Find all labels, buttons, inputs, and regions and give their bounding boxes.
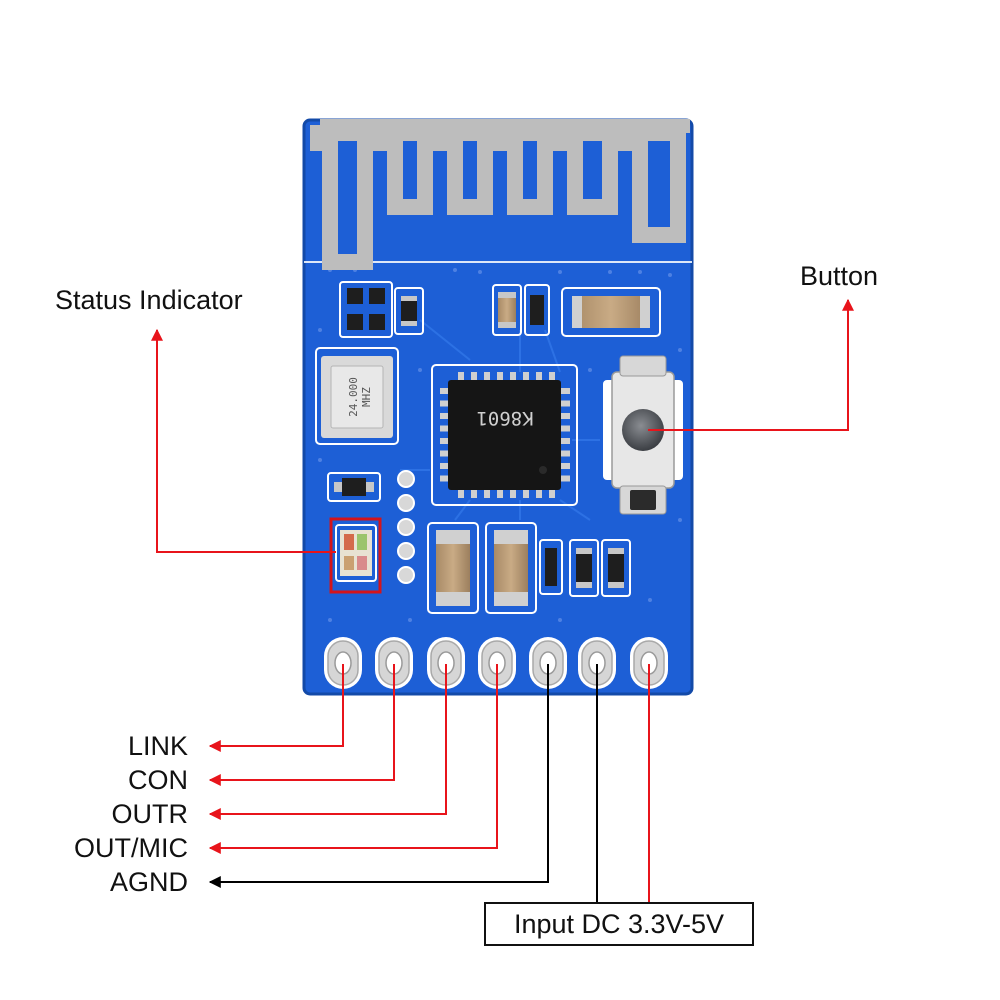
edge-pin-row — [324, 637, 668, 689]
smd-capacitor-pair — [427, 522, 537, 614]
pin-leader-line — [208, 664, 344, 752]
crystal-oscillator: 24.000 MHZ — [315, 347, 399, 445]
pin-label: CON — [128, 765, 188, 795]
pin-leader-line — [208, 664, 498, 854]
edge-pin-pad — [324, 637, 362, 689]
status-led — [335, 524, 377, 582]
smd-capacitor-small — [492, 284, 522, 336]
status-indicator-leader — [151, 328, 336, 553]
smd-resistor-array — [339, 281, 393, 338]
edge-pin-pad — [375, 637, 413, 689]
edge-pin-pad — [578, 637, 616, 689]
crystal-marking-line2: MHZ — [360, 387, 373, 407]
status-indicator-highlight — [329, 517, 382, 594]
pcb-antenna — [310, 119, 690, 270]
pin-label: LINK — [128, 731, 188, 761]
pin-leader-line — [208, 664, 395, 786]
status-indicator-label: Status Indicator — [55, 285, 243, 315]
edge-pin-pad — [630, 637, 668, 689]
button-label: Button — [800, 261, 878, 291]
edge-pin-pad — [478, 637, 516, 689]
input-dc-box: Input DC 3.3V-5V — [484, 902, 754, 946]
pin-leader-lines — [208, 664, 549, 888]
pin-label: OUTR — [112, 799, 189, 829]
pin-label: OUT/MIC — [74, 833, 188, 863]
smd-resistor-2 — [524, 284, 550, 336]
pin-label: AGND — [110, 867, 188, 897]
button-component — [603, 355, 683, 515]
test-pads — [397, 470, 415, 584]
pin-leader-line — [208, 664, 549, 888]
smd-capacitor-large — [561, 287, 661, 337]
smd-diode — [327, 472, 381, 502]
button-actuator-icon — [622, 409, 664, 451]
smd-resistor — [394, 287, 424, 335]
chip-marking: K8601 — [476, 407, 533, 429]
input-dc-label: Input DC 3.3V-5V — [514, 909, 724, 939]
input-dc-leaders — [596, 664, 650, 903]
button-leader — [648, 298, 854, 431]
edge-pin-pad — [427, 637, 465, 689]
pin-leader-line — [208, 664, 447, 820]
smd-small-parts — [539, 539, 631, 597]
main-ic-chip: K8601 — [431, 364, 578, 506]
crystal-marking-line1: 24.000 — [347, 377, 360, 417]
